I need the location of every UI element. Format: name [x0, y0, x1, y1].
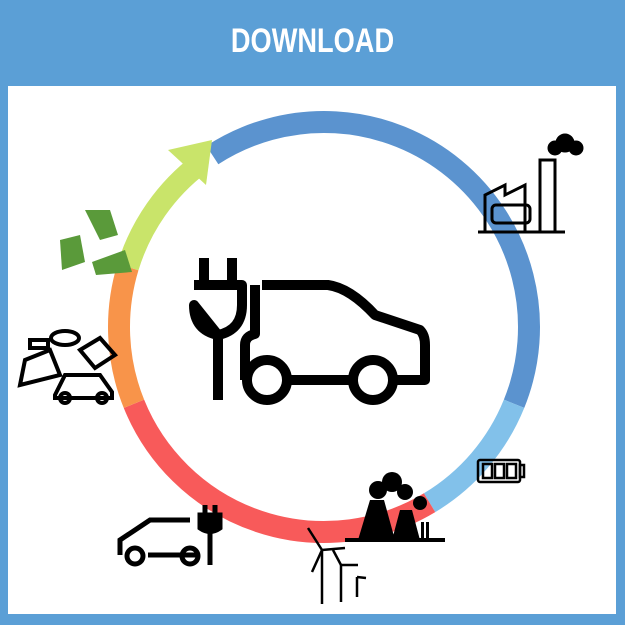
arc-light-blue: [423, 399, 525, 513]
lifecycle-ring: [108, 111, 540, 543]
ev-charging-icon: [117, 505, 223, 567]
battery-icon: [476, 458, 526, 484]
download-title[interactable]: DOWNLOAD: [230, 22, 395, 60]
factory-icon: [478, 133, 584, 234]
scrap-cars-icon: [17, 329, 119, 405]
wind-turbine-icon: [306, 527, 367, 604]
recycle-icon: [60, 210, 132, 275]
arc-orange: [108, 263, 145, 408]
arc-blue: [206, 111, 540, 408]
power-plant-icon: [345, 472, 445, 542]
plug-car-icon: [189, 258, 430, 405]
arc-lime: [117, 154, 208, 271]
cycle-arrowhead: [168, 140, 212, 185]
